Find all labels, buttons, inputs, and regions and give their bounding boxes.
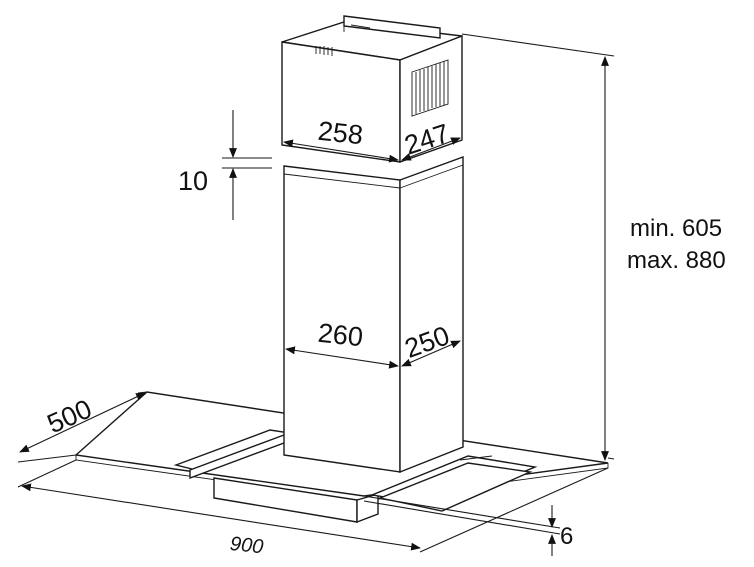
dim-glass-thickness: [363, 495, 561, 556]
dim-upper-width: [283, 139, 399, 163]
dim-lower-width: [285, 346, 399, 369]
dim-gap: [222, 110, 272, 220]
lower-chimney: [283, 155, 464, 474]
label-lower-width: 260: [316, 318, 364, 353]
vent-grille-left: [315, 46, 333, 56]
dim-canopy-width: [17, 459, 609, 553]
label-height-max: max. 880: [627, 247, 726, 274]
vent-grille-right: [411, 59, 449, 117]
upper-chimney: [281, 15, 463, 163]
label-gap: 10: [178, 166, 208, 196]
dim-lower-depth: [401, 340, 461, 367]
label-canopy-width: 900: [229, 533, 264, 558]
dim-upper-depth: [401, 137, 461, 161]
label-canopy-depth: 500: [43, 394, 96, 440]
dim-height: [461, 33, 615, 461]
label-upper-width: 258: [316, 116, 364, 151]
dim-canopy-depth: [17, 391, 148, 463]
label-glass-thickness: 6: [560, 523, 573, 550]
label-height-min: min. 605: [630, 215, 722, 242]
